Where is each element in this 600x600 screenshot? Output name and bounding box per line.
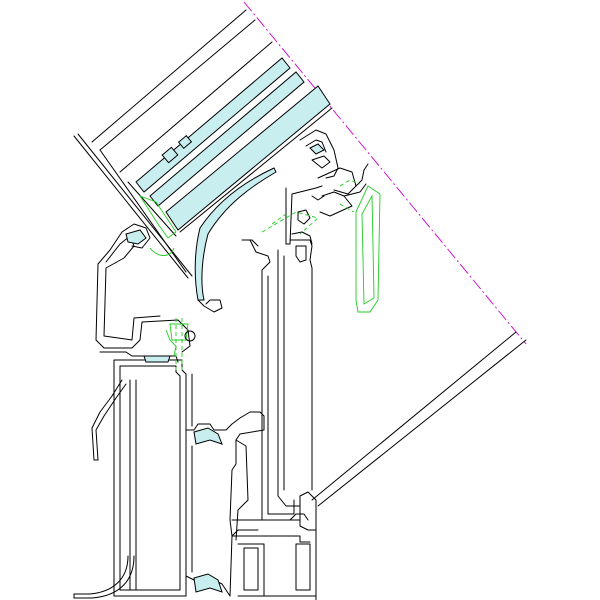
spacer-block xyxy=(177,135,193,149)
curved-flashing xyxy=(194,167,277,301)
flashing-clip xyxy=(197,299,223,313)
drip-skirt xyxy=(91,379,127,461)
right-main-frame xyxy=(241,185,323,600)
glazing-gasket xyxy=(149,247,175,256)
bottom-skirt xyxy=(73,555,135,599)
glazing-gasket xyxy=(138,195,177,239)
top-cap-profile xyxy=(299,129,369,217)
center-mullion xyxy=(185,373,265,597)
open-sash-ghost xyxy=(361,194,375,305)
outer-sash-profile xyxy=(95,223,191,353)
open-sash-ghost xyxy=(339,179,361,187)
lower-roof-line xyxy=(317,339,527,507)
centerline-axis xyxy=(243,1,527,345)
spacer-block xyxy=(161,146,179,164)
base-profile xyxy=(231,513,317,597)
glazing-panel xyxy=(73,9,333,279)
open-sash-ghost xyxy=(355,185,381,313)
open-sash-ghost xyxy=(339,203,355,213)
left-frame-tube xyxy=(99,351,187,597)
open-sash-ghost xyxy=(271,213,287,225)
lower-roof-line xyxy=(311,331,517,501)
fixing-screw xyxy=(165,318,196,370)
open-sash-ghost xyxy=(261,211,319,235)
